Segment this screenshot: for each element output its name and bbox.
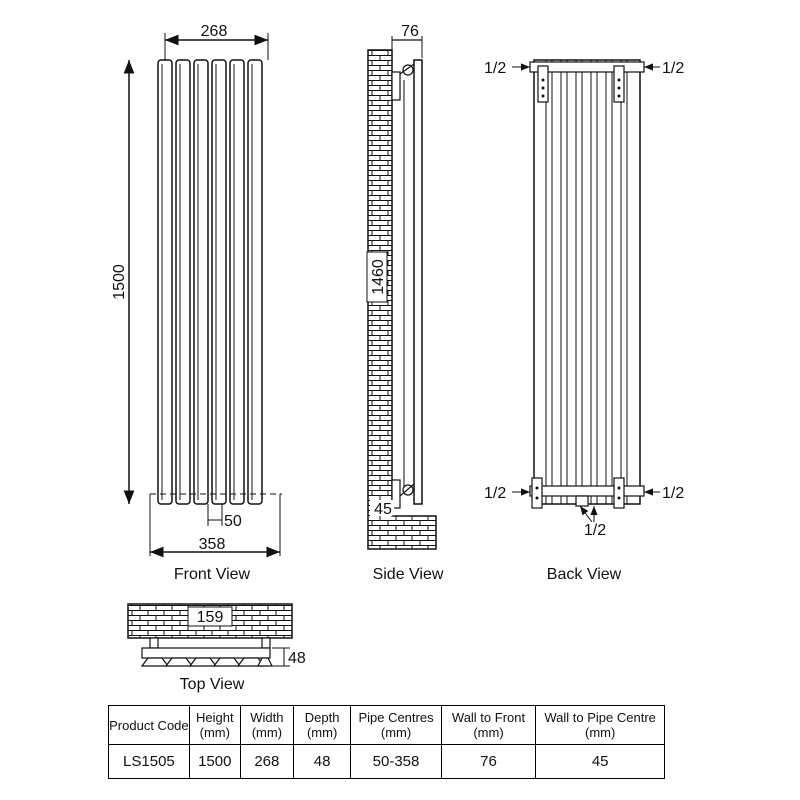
cell-product-code: LS1505: [108, 744, 190, 779]
header-text: Product Code: [109, 717, 189, 733]
connection-label-bottom-centre: 1/2: [584, 522, 606, 539]
top-view: 159 48 Top View: [127, 603, 306, 693]
cell-wall-to-pipe-centre: 45: [535, 744, 665, 779]
connection-label-top-right: 1/2: [662, 60, 684, 77]
spec-header-row: Product Code Height(mm) Width(mm) Depth(…: [108, 705, 665, 745]
header-wall-to-pipe-centre: Wall to Pipe Centre(mm): [535, 705, 665, 745]
cell-width: 268: [239, 744, 294, 779]
header-height: Height(mm): [188, 705, 241, 745]
front-height-label: 1500: [111, 264, 128, 300]
cell-depth: 48: [292, 744, 352, 779]
side-radiator-profile: [413, 59, 423, 505]
header-depth: Depth(mm): [292, 705, 352, 745]
top-depth-label: 48: [288, 650, 306, 667]
cell-pipe-centres: 50-358: [350, 744, 442, 779]
header-width: Width(mm): [239, 705, 294, 745]
header-wall-to-front: Wall to Front(mm): [440, 705, 537, 745]
header-unit: (mm): [199, 725, 230, 740]
connection-label-bottom-left: 1/2: [484, 485, 506, 502]
header-unit: (mm): [306, 725, 338, 740]
header-unit: (mm): [584, 725, 616, 740]
pipe-centres-label: 358: [199, 536, 226, 553]
back-view-caption: Back View: [547, 566, 622, 583]
header-text: Wall to Pipe Centre: [544, 710, 656, 725]
side-view-caption: Side View: [373, 566, 444, 583]
front-view-caption: Front View: [174, 566, 251, 583]
side-height-label: 1460: [370, 259, 387, 295]
spec-data-row: LS1505 1500 268 48 50-358 76 45: [108, 744, 665, 779]
spec-table: Product Code Height(mm) Width(mm) Depth(…: [108, 705, 665, 779]
radiator-columns: [157, 59, 263, 505]
front-view: 268 1500 50 358 Front View: [111, 23, 282, 583]
top-view-caption: Top View: [180, 676, 245, 693]
pipe-gap-label: 50: [224, 513, 242, 530]
header-text: Height: [196, 710, 234, 725]
header-text: Depth: [304, 710, 340, 725]
header-text: Width: [250, 710, 284, 725]
front-width-label: 268: [201, 23, 228, 40]
header-text: Wall to Front: [451, 710, 526, 725]
back-brackets: [531, 65, 625, 509]
header-pipe-centres: Pipe Centres(mm): [350, 705, 442, 745]
cell-wall-to-front: 76: [440, 744, 537, 779]
back-view: 1/2 1/2 1/2 1/2 1/2 Back View: [484, 59, 684, 583]
connection-label-bottom-right: 1/2: [662, 485, 684, 502]
side-view: 76 1460 45 Side View: [366, 23, 444, 583]
cell-height: 1500: [188, 744, 241, 779]
header-product-code: Product Code: [108, 705, 190, 745]
side-depth-label: 76: [401, 23, 419, 40]
top-column-profiles: [140, 657, 273, 667]
technical-drawing: 268 1500 50 358 Front View 76: [111, 23, 684, 693]
top-width-label: 159: [197, 609, 224, 626]
connection-label-top-left: 1/2: [484, 60, 506, 77]
header-unit: (mm): [251, 725, 283, 740]
side-pipe-offset-label: 45: [374, 501, 392, 518]
header-text: Pipe Centres: [358, 710, 434, 725]
header-unit: (mm): [473, 725, 504, 740]
header-unit: (mm): [380, 725, 412, 740]
back-radiator-outline: [533, 59, 641, 505]
